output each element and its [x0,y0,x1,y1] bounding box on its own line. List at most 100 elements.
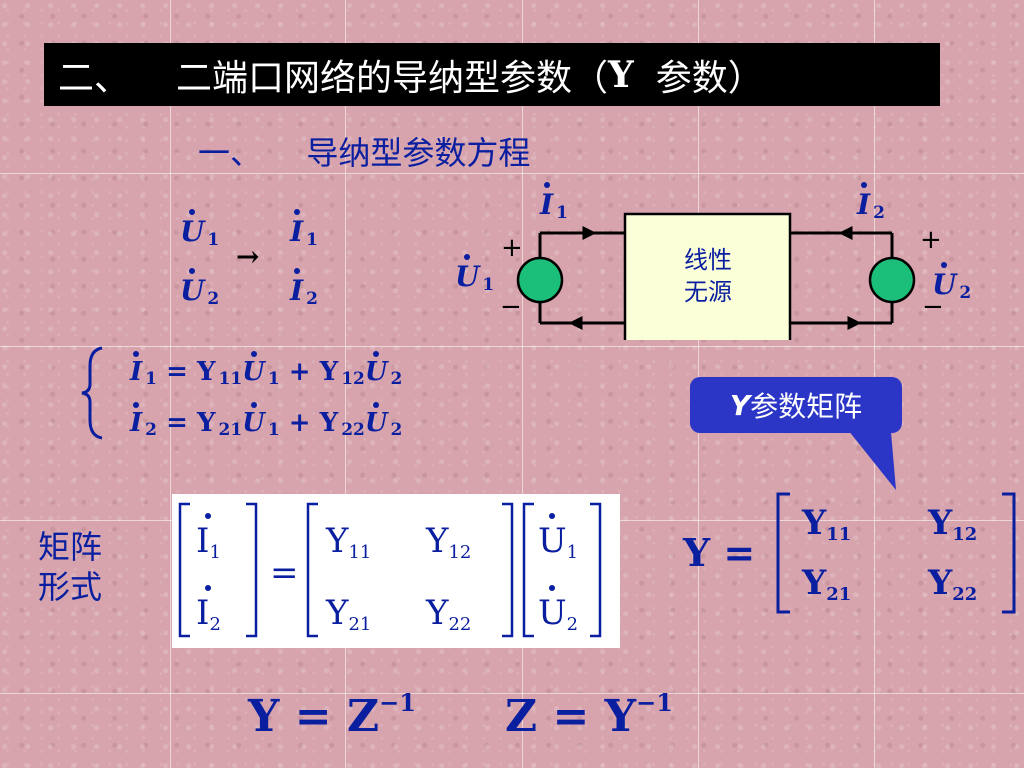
mf-u2-dot [549,585,555,591]
mf-u2-symbol: U [538,593,567,633]
eq1-y12: Y [319,357,339,387]
bracket-right-icon [1002,492,1016,614]
circuit-i1-sub: 1 [556,203,568,223]
inv-left-lhs: Y [248,691,280,742]
minus-sign: − [500,292,522,322]
inv-right-lhs: Z [505,691,538,742]
y-equals-z-inverse: Y = Z−1 [248,688,416,742]
y-matrix-svg: Y 11 Y12 Y21 Y22 [776,492,1016,614]
ym-y11-sub: 11 [826,524,851,545]
plus-sign: + [920,225,942,255]
matrix-form-label-line1: 矩阵 [38,528,103,566]
callout-pointer [840,420,896,490]
circuit-u2-symbol: U [932,262,957,301]
mf-y12: Y12 [425,521,471,563]
mf-y12-symbol: Y [425,521,449,561]
inv-right-equals: = [552,691,590,742]
mf-u2-sub: 2 [567,614,578,635]
title-end: 参数） [655,57,764,99]
mapping-u2-sub: 2 [207,289,220,309]
mf-u2: U2 [538,593,578,635]
eq2-equals: = [166,408,188,438]
eq2-u2-sub: 2 [390,420,403,440]
mf-y22-sub: 22 [448,614,471,635]
matrix-form-svg: I1 I2 = Y11 Y12 Y21 Y22 U1 U2 [178,502,602,638]
mf-u1-symbol: U [538,521,567,561]
bracket-right-icon [590,502,602,638]
ym-y12: Y12 [927,503,977,545]
background-gridline [345,0,346,768]
ym-y22-sub: 22 [952,584,977,605]
eq1-plus: + [288,357,311,387]
eq2-u2: U [364,402,388,438]
matrix-form-label-line2: 形式 [38,568,103,606]
callout-y: Y [729,388,751,422]
eq1-equals: = [166,357,188,387]
mapping-i1-sub: 1 [306,230,318,250]
mf-u1-sub: 1 [567,542,578,563]
title-number: 二、 [58,57,131,99]
mapping-u2-symbol: U [180,268,205,307]
mf-y11: Y11 [325,521,371,563]
eq1-y11-sub: 11 [218,369,243,389]
bracket-right-icon [246,502,258,638]
voltage-source-right-icon [868,256,916,304]
eq2-y22-sub: 22 [341,420,365,440]
mf-i2: I2 [196,593,221,635]
circuit-u2-sub: 2 [959,283,972,303]
background-gridline [522,0,523,768]
circuit-i2-sub: 2 [873,203,885,223]
eq1-lhs: I [130,351,143,387]
subtitle-number: 一、 [198,134,263,172]
mapping-i2-symbol: I [290,268,304,307]
title-y: Y [608,53,634,96]
ym-y22: Y22 [927,563,977,605]
inv-left-equals: = [294,691,332,742]
mf-i1: I1 [196,521,221,563]
mapping-arrow-icon: → [236,240,260,273]
circuit-i2-symbol: I [857,182,871,221]
network-box-label-line1: 线性 [684,246,732,274]
mapping-i2-sub: 2 [306,289,318,309]
mf-i1-symbol: I [196,521,209,561]
eq2-y21-sub: 21 [218,420,243,440]
callout-text: 参数矩阵 [750,390,863,423]
voltage-source-left-icon [516,256,564,304]
bracket-left-icon [522,502,534,638]
ym-y22-symbol: Y [927,563,953,603]
inv-right-exponent: −1 [636,688,673,717]
background-gridline [0,346,1024,347]
mapping-u1-symbol: U [180,209,205,248]
eq1-u1-sub: 1 [267,369,280,389]
mf-y12-sub: 12 [448,542,471,563]
ym-y21: Y21 [801,563,851,605]
eq2-u1: U [242,402,265,438]
background-gridline [170,0,171,768]
background-gridline [0,693,1024,694]
mapping-u1-sub: 1 [207,230,220,250]
inv-right-rhs: Y [604,691,637,742]
inv-left-rhs: Z [346,691,380,742]
bracket-left-icon [178,502,190,638]
mf-y22-symbol: Y [425,593,449,633]
section-subtitle: 一、 导纳型参数方程 [198,128,530,174]
mf-y21: Y21 [325,593,371,635]
mf-i1-sub: 1 [209,542,220,563]
eq2-y21: Y [196,408,216,438]
mf-i2-sub: 2 [209,614,220,635]
circuit-u1-symbol: U [455,254,480,293]
subtitle-text: 导纳型参数方程 [306,134,531,172]
bracket-right-icon [502,502,514,638]
circuit-i1-symbol: I [540,182,554,221]
bracket-left-icon [306,502,318,638]
inv-left-exponent: −1 [379,688,416,717]
